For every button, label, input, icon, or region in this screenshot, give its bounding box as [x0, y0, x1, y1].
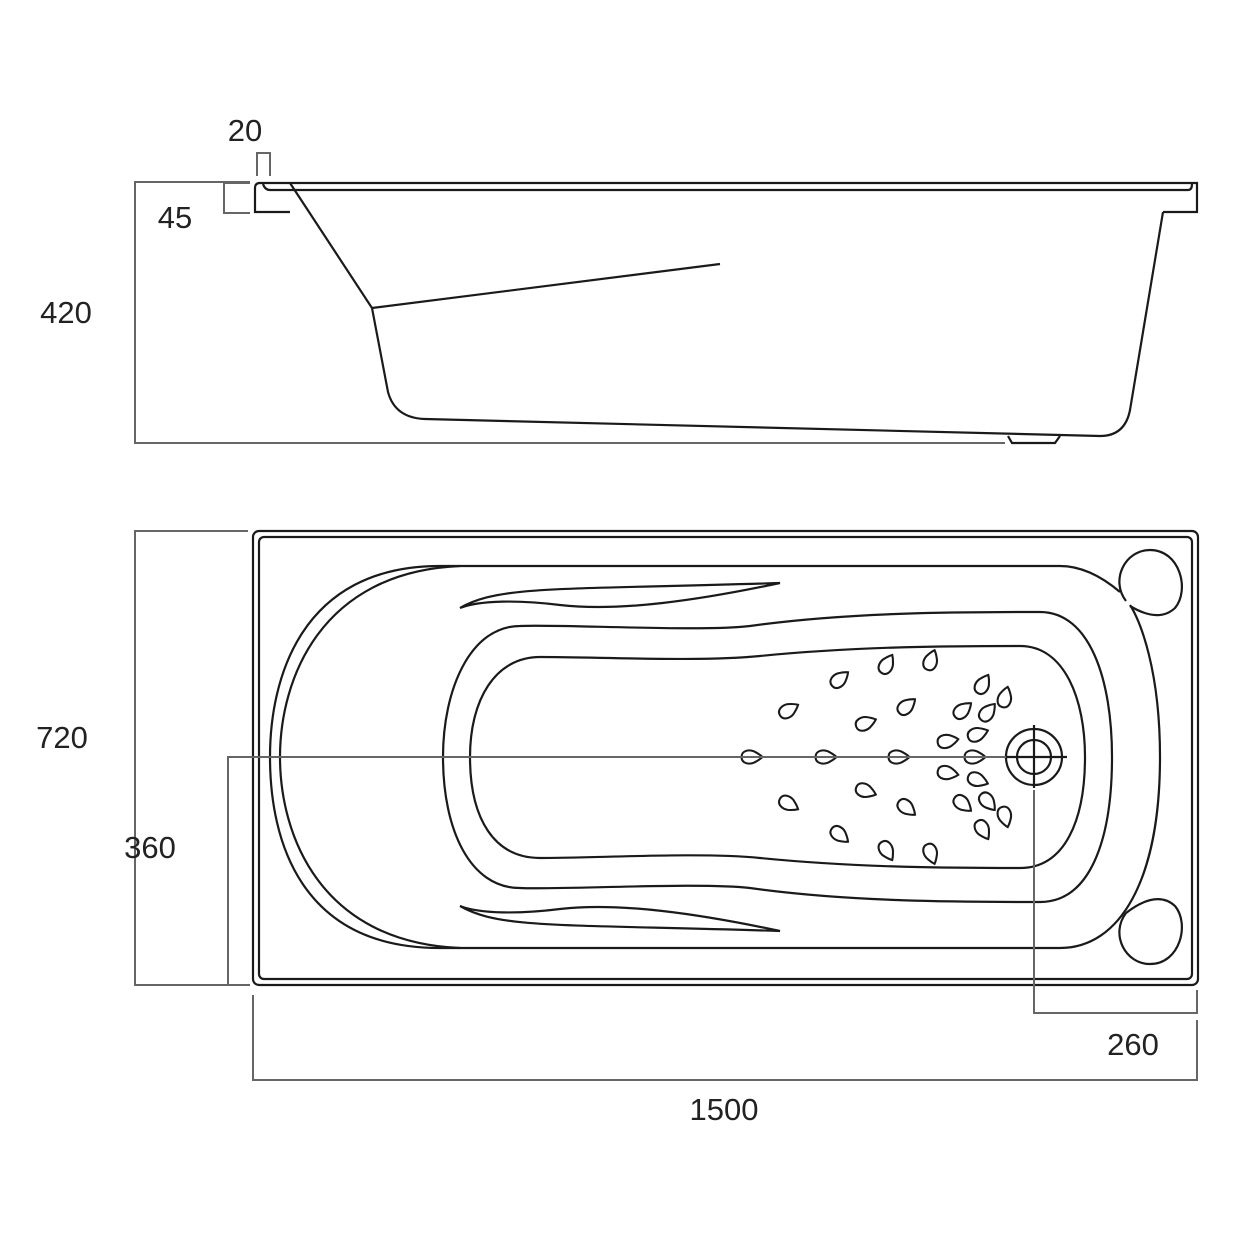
drain-offset-label: 260 — [1107, 1027, 1159, 1062]
droplet-icon — [936, 733, 960, 750]
droplet-icon — [966, 726, 990, 743]
droplet-icon — [952, 793, 973, 812]
height-dimension-line — [134, 181, 1005, 444]
corner-soap-dish-top — [1118, 548, 1183, 617]
drain-offset-dimension-line — [1033, 790, 1198, 1014]
droplet-icon — [977, 702, 996, 723]
width-dimension-line — [134, 530, 248, 986]
inner-contour — [468, 644, 1087, 870]
droplet-icon — [829, 671, 850, 690]
droplet-icon — [854, 715, 878, 732]
droplet-icon — [877, 840, 894, 862]
side-view — [134, 152, 1199, 445]
flame-bottom — [459, 904, 781, 933]
middle-contour — [441, 610, 1114, 904]
anti-slip-droplets — [740, 648, 1013, 866]
corner-soap-dish-bottom — [1118, 898, 1183, 966]
drain — [1004, 725, 1067, 788]
droplet-icon — [896, 797, 917, 816]
flame-top — [459, 581, 781, 610]
seat-line — [371, 262, 721, 310]
droplet-icon — [854, 782, 878, 799]
droplet-icon — [977, 791, 996, 812]
half-width-dimension-line — [227, 756, 1006, 986]
droplet-icon — [966, 771, 990, 788]
rim-height-bracket — [223, 182, 250, 214]
drain-crosshair — [1004, 725, 1067, 788]
tub-body — [289, 182, 1165, 438]
length-dimension-line — [252, 995, 1198, 1081]
droplet-icon — [922, 842, 939, 866]
rim-width-label: 20 — [228, 113, 262, 148]
top-view — [134, 529, 1200, 1081]
droplet-icon — [973, 673, 990, 695]
rim-outline — [253, 181, 1199, 214]
droplet-icon — [778, 794, 800, 811]
droplet-icon — [936, 764, 960, 781]
rim-width-bracket — [256, 152, 271, 176]
basin-outline — [268, 564, 1162, 950]
droplet-icon — [922, 648, 939, 672]
rim-height-label: 45 — [158, 200, 192, 235]
height-label: 420 — [40, 295, 92, 330]
droplet-icon — [896, 698, 917, 717]
droplet-icon — [996, 685, 1013, 709]
droplet-icon — [973, 819, 990, 841]
drain-foot — [1007, 435, 1061, 445]
droplet-icon — [952, 702, 973, 721]
length-label: 1500 — [690, 1092, 759, 1127]
droplet-icon — [877, 653, 894, 675]
half-width-label: 360 — [124, 830, 176, 865]
droplet-icon — [778, 703, 800, 720]
droplet-icon — [996, 805, 1013, 829]
width-label: 720 — [36, 720, 88, 755]
rim-inner-line — [261, 183, 1194, 192]
droplet-icon — [829, 824, 850, 843]
